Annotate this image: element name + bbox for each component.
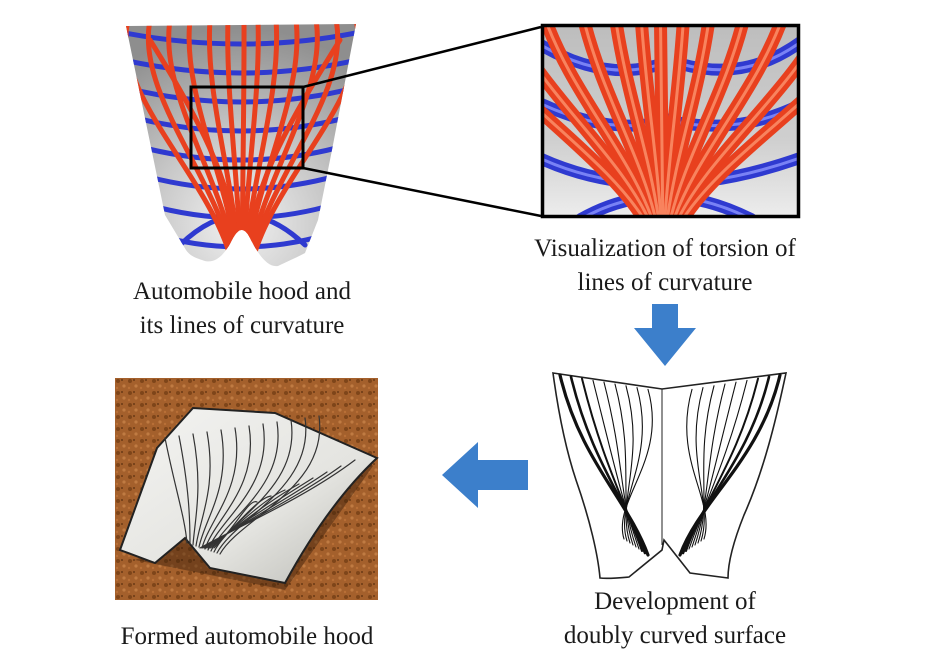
formed-caption: Formed automobile hood <box>82 620 412 654</box>
torsion-caption-line-1: Visualization of torsion of <box>534 235 796 262</box>
torsion-caption: Visualization of torsion of lines of cur… <box>480 232 850 300</box>
hood-caption: Automobile hood and its lines of curvatu… <box>82 275 402 343</box>
zoom-connector-top <box>302 25 542 89</box>
arrow-left-icon <box>442 442 528 508</box>
formed-hood-photo <box>115 378 379 600</box>
arrow-down-icon <box>634 304 696 366</box>
development-caption-line-1: Development of <box>594 588 756 615</box>
hood-caption-line-1: Automobile hood and <box>132 278 352 305</box>
zoom-connector-bottom <box>302 166 542 218</box>
torsion-caption-line-2: lines of curvature <box>577 269 753 296</box>
hood-caption-line-2: its lines of curvature <box>139 312 345 339</box>
formed-caption-line-1: Formed automobile hood <box>120 623 374 650</box>
torsion-zoom-image <box>540 23 801 219</box>
development-caption-line-2: doubly curved surface <box>563 622 787 649</box>
development-caption: Development of doubly curved surface <box>520 585 830 653</box>
zoom-region-box <box>189 85 305 170</box>
